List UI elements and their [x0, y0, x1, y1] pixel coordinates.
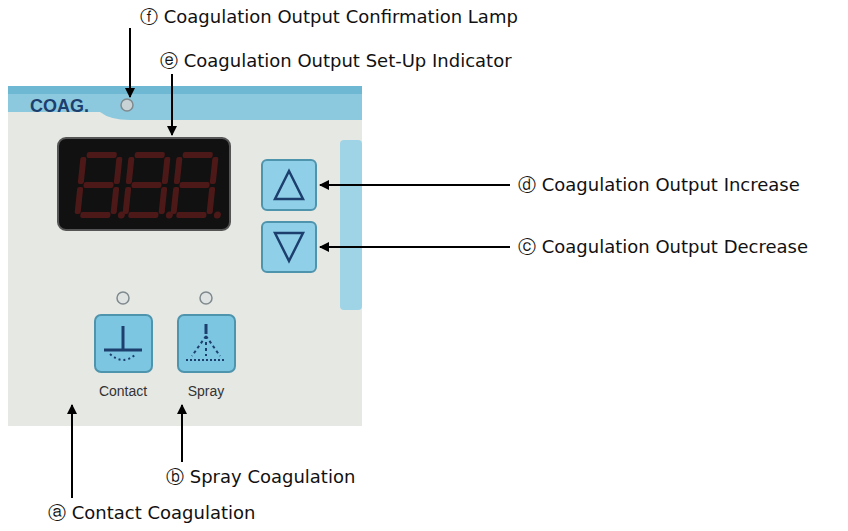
callout-label: ⓔ Coagulation Output Set-Up Indicator: [160, 50, 512, 72]
panel-title: COAG.: [30, 95, 89, 117]
callout-label: ⓐ Contact Coagulation: [48, 502, 255, 524]
callout-label: ⓓ Coagulation Output Increase: [518, 174, 800, 196]
callout-label: ⓑ Spray Coagulation: [166, 466, 355, 488]
button-label: Contact: [99, 380, 147, 402]
callout-label: ⓕ Coagulation Output Confirmation Lamp: [140, 6, 518, 28]
button-label: Spray: [188, 380, 225, 402]
callout-label: ⓒ Coagulation Output Decrease: [518, 236, 808, 258]
